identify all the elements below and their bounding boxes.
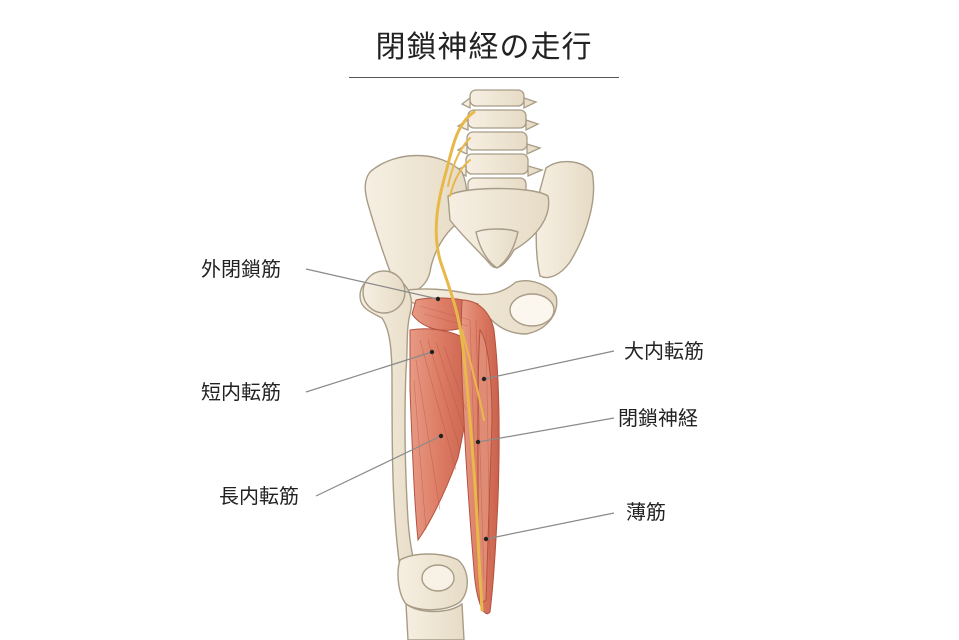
label-adductor-brevis: 短内転筋 (201, 380, 281, 404)
label-adductor-longus: 長内転筋 (219, 484, 299, 508)
label-obturator-externus: 外閉鎖筋 (201, 257, 281, 281)
title-underline (349, 77, 619, 78)
lumbar-spine (454, 89, 544, 197)
muscle-fibers (413, 305, 491, 581)
label-obturator-nerve: 閉鎖神経 (618, 406, 698, 430)
label-adductor-magnus: 大内転筋 (624, 339, 704, 363)
femur (359, 270, 468, 640)
obturator-nerve-path (434, 110, 485, 612)
pelvis (364, 154, 595, 335)
label-dots (429, 296, 489, 542)
figure-title: 閉鎖神経の走行 (375, 30, 593, 65)
leader-lines (305, 268, 615, 540)
label-gracilis: 薄筋 (626, 500, 666, 524)
